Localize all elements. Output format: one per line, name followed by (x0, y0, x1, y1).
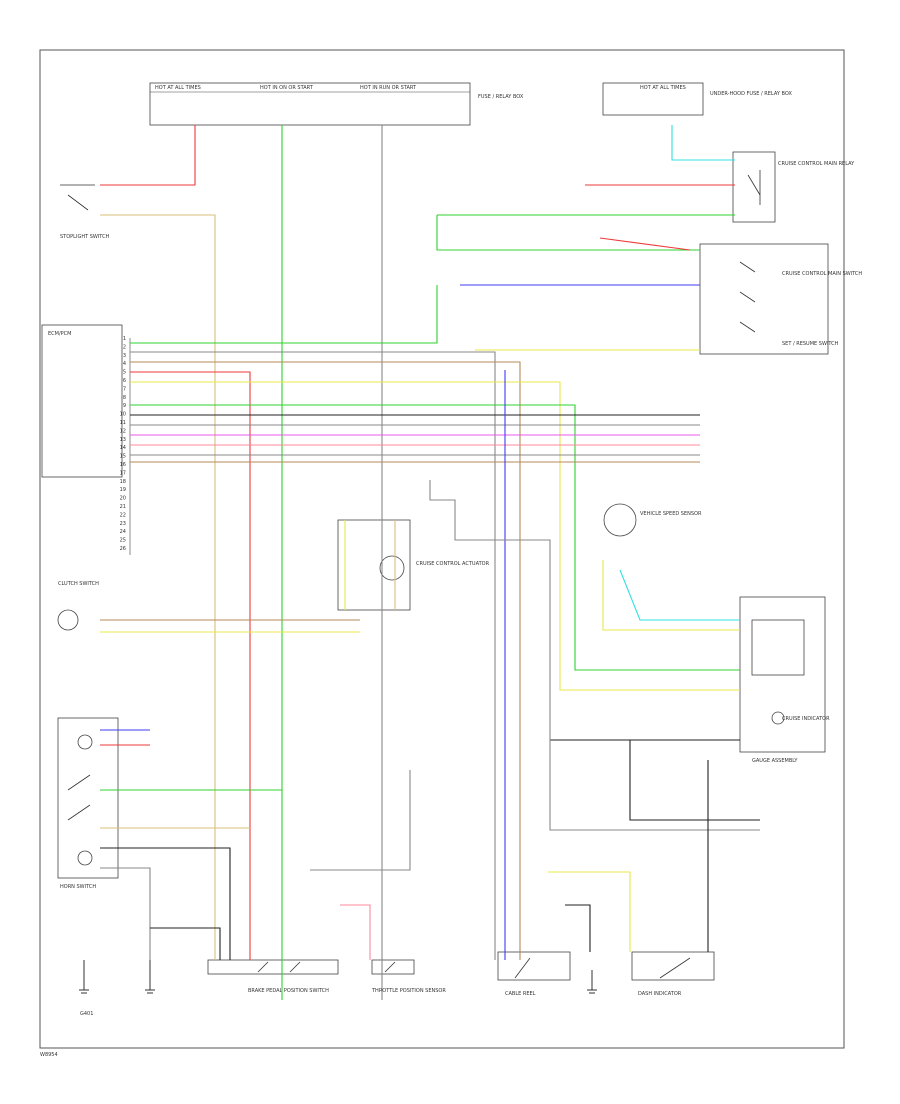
clutch-label: CLUTCH SWITCH (58, 581, 99, 587)
bottom-connectors: BRAKE PEDAL POSITION SWITCH THROTTLE POS… (207, 951, 715, 997)
wire-cyan-24 (619, 569, 740, 621)
under-hood-label: UNDER-HOOD FUSE / RELAY BOX (710, 91, 792, 97)
footer-code: W8954 (40, 1052, 58, 1058)
under-hood-fuse-box: HOT AT ALL TIMES UNDER-HOOD FUSE / RELAY… (602, 82, 792, 116)
indicator-label: CRUISE INDICATOR (782, 716, 830, 722)
wire-grey-35 (100, 867, 151, 960)
ecm-pin-label: 7 (123, 386, 126, 392)
wire-black-34 (100, 847, 231, 960)
ecm-pin-label: 18 (120, 479, 126, 485)
wire-teal-4 (671, 125, 735, 161)
wire-green-10 (130, 285, 438, 344)
brake-pedal-label: BRAKE PEDAL POSITION SWITCH (248, 988, 329, 994)
fuse-header-1: HOT AT ALL TIMES (155, 85, 201, 91)
gauge-label: GAUGE ASSEMBLY (752, 758, 798, 764)
ecm-connector: ECM/PCM (41, 324, 131, 555)
ecm-pin-label: 16 (120, 462, 126, 468)
ecm-pin-label: 25 (120, 538, 126, 544)
wire-grey-37 (310, 770, 411, 871)
stoplight-switch: STOPLIGHT SWITCH (60, 184, 110, 240)
dash-label: DASH INDICATOR (638, 991, 682, 997)
set-resume-label: SET / RESUME SWITCH (782, 341, 839, 347)
fuse-header-2: HOT IN ON OR START (260, 85, 314, 91)
ecm-pin-label: 11 (120, 420, 126, 426)
actuator-label: CRUISE CONTROL ACTUATOR (416, 561, 490, 567)
ecm-pin-label: 20 (120, 496, 126, 502)
wire-pink-38 (340, 904, 371, 960)
ecm-pin-label: 24 (120, 529, 126, 535)
ecm-pin-label: 9 (123, 403, 126, 409)
ecm-pin-label: 6 (123, 378, 126, 384)
wire-yellow-25 (602, 560, 740, 631)
diagram-frame (39, 49, 845, 1049)
ecm-pin-label: 10 (120, 412, 126, 418)
ground-label: G401 (80, 1011, 93, 1017)
wire-green-7 (436, 215, 700, 251)
wire-yellow-15 (130, 381, 740, 691)
wire-red-0 (100, 125, 196, 186)
cruise-actuator: CRUISE CONTROL ACTUATOR (337, 519, 490, 611)
under-dash-fuse-box: HOT AT ALL TIMES HOT IN ON OR START HOT … (149, 82, 524, 126)
wire-group (100, 125, 760, 1000)
tps-label: THROTTLE POSITION SENSOR (371, 988, 446, 994)
main-relay-label: CRUISE CONTROL MAIN RELAY (778, 161, 855, 167)
ecm-pin-label: 21 (120, 504, 126, 510)
ecm-pin-label: 12 (120, 428, 126, 434)
fuse-header-3: HOT IN RUN OR START (360, 85, 417, 91)
ecm-pin-label: 1 (123, 336, 126, 342)
ecm-pin-label: 17 (120, 470, 126, 476)
ecm-pin-label: 2 (123, 344, 126, 350)
cruise-switch-label: CRUISE CONTROL MAIN SWITCH (782, 271, 862, 277)
wire-red-14 (130, 371, 251, 960)
ecm-pin-label: 15 (120, 454, 126, 460)
ecm-label: ECM/PCM (48, 331, 71, 337)
wire-tan-3 (100, 214, 216, 960)
cruise-switch-block: CRUISE CONTROL MAIN SWITCH SET / RESUME … (699, 243, 862, 355)
vss-label: VEHICLE SPEED SENSOR (640, 511, 702, 517)
ecm-pin-label: 19 (120, 487, 126, 493)
stoplight-label: STOPLIGHT SWITCH (60, 234, 110, 240)
ecm-pin-label: 13 (120, 437, 126, 443)
fuse-box-label: FUSE / RELAY BOX (478, 94, 524, 100)
wire-red-8 (599, 237, 691, 251)
main-relay: CRUISE CONTROL MAIN RELAY (732, 151, 855, 223)
wire-yellow-39 (548, 871, 631, 952)
wire-black-43 (629, 740, 760, 821)
wire-grey-42 (429, 480, 760, 831)
ecm-pin-label: 3 (123, 353, 126, 359)
ecm-pin-label: 22 (120, 512, 126, 518)
ecm-pin-label: 8 (123, 395, 126, 401)
ecm-pin-label: 4 (123, 361, 126, 367)
wire-black-40 (565, 904, 591, 952)
ecm-pin-label: 14 (120, 445, 126, 451)
vehicle-speed-sensor: VEHICLE SPEED SENSOR (603, 503, 702, 537)
horn-switch-block: HORN SWITCH (57, 717, 119, 890)
gauge-assembly: GAUGE ASSEMBLY CRUISE INDICATOR (739, 596, 830, 764)
under-hood-header: HOT AT ALL TIMES (640, 85, 686, 91)
horn-label: HORN SWITCH (60, 884, 96, 890)
wire-green-16 (130, 404, 740, 671)
wire-brown-13 (130, 361, 521, 960)
wire-grey-12 (130, 351, 496, 960)
ecm-pin-label: 26 (120, 546, 126, 552)
ecm-pin-label: 23 (120, 521, 126, 527)
clutch-switch: CLUTCH SWITCH (57, 581, 99, 631)
cable-reel-label: CABLE REEL (505, 991, 536, 997)
wire-black-36 (150, 927, 221, 960)
ecm-pin-label: 5 (123, 370, 126, 376)
grounds: G401 (79, 960, 597, 1017)
